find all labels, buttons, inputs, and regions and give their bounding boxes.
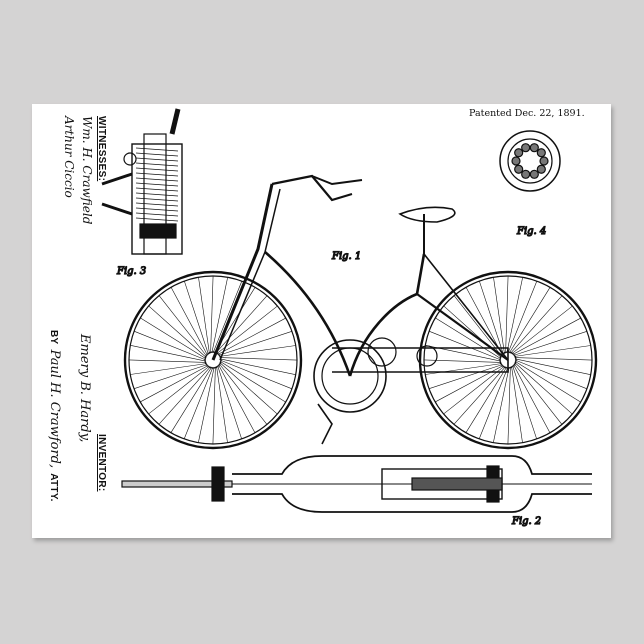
figure-2-plan-view: Fig. 2 bbox=[122, 456, 592, 527]
spoke bbox=[435, 365, 503, 402]
spoke bbox=[220, 361, 286, 402]
saddle bbox=[400, 207, 455, 222]
spoke bbox=[515, 361, 581, 402]
spoke bbox=[218, 364, 255, 432]
spring-coil bbox=[136, 213, 178, 216]
figure-1-label: Fig. 1 bbox=[331, 251, 361, 262]
bearing-ball bbox=[530, 170, 538, 178]
spoke bbox=[184, 367, 213, 439]
spoke bbox=[217, 366, 228, 443]
spoke bbox=[140, 365, 208, 402]
bearing-ball bbox=[515, 165, 523, 173]
figure-4-label: Fig. 4 bbox=[516, 226, 546, 237]
spoke bbox=[515, 362, 573, 414]
spoke bbox=[220, 362, 278, 414]
bicycle-patent-drawing: Fig. 3 Fig. 4 bbox=[32, 104, 611, 538]
spoke bbox=[515, 360, 587, 389]
spoke bbox=[510, 296, 562, 354]
spoke bbox=[211, 276, 213, 353]
bearing-ball bbox=[522, 144, 530, 152]
spoke bbox=[515, 358, 592, 360]
bearing-ball bbox=[515, 149, 523, 157]
spoke bbox=[507, 277, 523, 353]
spring-coil bbox=[136, 173, 178, 176]
spoke bbox=[171, 367, 212, 433]
spoke bbox=[454, 367, 506, 425]
spoke bbox=[215, 296, 267, 354]
spoke bbox=[479, 367, 508, 439]
patent-poster: Patented Dec. 22, 1891. WITNESSES: Wm. H… bbox=[32, 104, 611, 538]
spoke bbox=[493, 367, 509, 443]
spoke bbox=[512, 318, 580, 355]
bearing-ball bbox=[512, 157, 520, 165]
spoke bbox=[514, 345, 591, 356]
spoke bbox=[512, 306, 573, 354]
spoke bbox=[219, 364, 267, 425]
spoke bbox=[220, 360, 292, 389]
bearing-ball bbox=[522, 170, 530, 178]
figure-3-detail: Fig. 3 bbox=[102, 109, 182, 277]
spring-coil bbox=[136, 198, 178, 201]
spoke bbox=[219, 345, 296, 356]
spoke bbox=[429, 331, 501, 360]
spoke bbox=[508, 367, 510, 444]
spring-coil bbox=[136, 208, 178, 211]
figure-3-label: Fig. 3 bbox=[116, 266, 146, 277]
spring-coil bbox=[136, 158, 178, 161]
spoke bbox=[220, 359, 296, 375]
spoke bbox=[425, 364, 502, 375]
spring-coil bbox=[136, 163, 178, 166]
spoke bbox=[493, 277, 504, 354]
figure-2-label: Fig. 2 bbox=[511, 516, 541, 527]
spoke bbox=[508, 281, 537, 353]
spoke bbox=[213, 367, 215, 444]
bearing-ball bbox=[537, 149, 545, 157]
spoke bbox=[159, 296, 207, 357]
figure-1-bicycle: Fig. 1 bbox=[125, 176, 596, 448]
spoke bbox=[198, 367, 214, 443]
spoke bbox=[129, 360, 206, 362]
spoke bbox=[220, 358, 297, 360]
spring-coil bbox=[136, 148, 178, 151]
spring-coil bbox=[136, 218, 178, 221]
bearing-ball bbox=[540, 157, 548, 165]
bearing-ball bbox=[530, 144, 538, 152]
spoke bbox=[171, 287, 208, 355]
spoke bbox=[140, 318, 206, 359]
spoke bbox=[149, 306, 207, 358]
spoke bbox=[444, 366, 505, 414]
spoke bbox=[198, 277, 209, 354]
spoke bbox=[149, 366, 210, 414]
bearing-ball bbox=[537, 165, 545, 173]
spoke bbox=[509, 287, 550, 353]
spring-coil bbox=[136, 203, 178, 206]
spoke bbox=[130, 364, 207, 375]
spring-coil bbox=[136, 168, 178, 171]
spoke bbox=[512, 366, 523, 443]
spoke bbox=[506, 276, 508, 353]
spring-coil bbox=[136, 188, 178, 191]
spring-coil bbox=[136, 193, 178, 196]
spoke bbox=[466, 367, 507, 433]
spring-coil bbox=[136, 183, 178, 186]
spring-coil bbox=[136, 153, 178, 156]
spring-coil bbox=[136, 178, 178, 181]
spoke bbox=[159, 367, 211, 425]
spoke bbox=[134, 331, 206, 360]
spoke bbox=[514, 364, 562, 425]
figure-4-detail: Fig. 4 bbox=[500, 131, 560, 237]
spoke bbox=[515, 359, 591, 375]
spoke bbox=[513, 364, 550, 432]
spoke bbox=[130, 345, 206, 361]
